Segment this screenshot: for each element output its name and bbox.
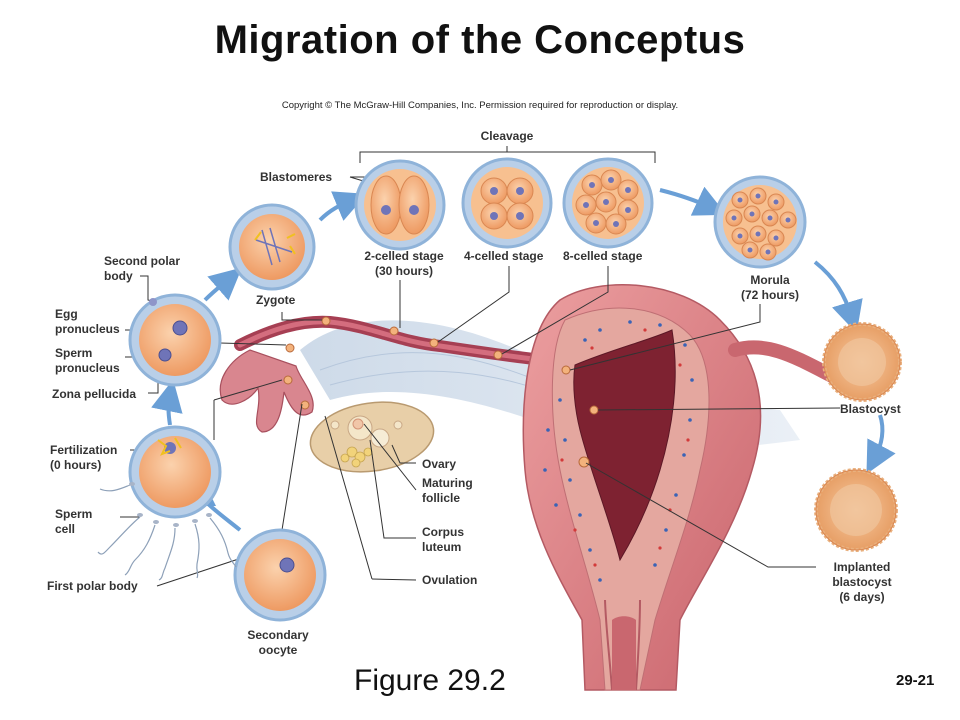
- two-cell-site-dot: [389, 326, 399, 336]
- zygote-label: Zygote: [256, 293, 296, 307]
- morula: [713, 175, 807, 269]
- page-title: Migration of the Conceptus: [214, 18, 746, 62]
- implanted-blastocyst-label: Implanted blastocyst (6 days): [832, 560, 892, 604]
- corpus-luteum-label: Corpus luteum: [422, 525, 464, 554]
- first-polar-body-label: First polar body: [47, 579, 138, 593]
- secondary-oocyte-cell: [233, 528, 327, 622]
- blastocyst-label: Blastocyst: [840, 402, 901, 416]
- blastocyst-site-dot: [589, 405, 599, 415]
- page-number: 29-21: [896, 672, 935, 689]
- eight-cell-embryo: [562, 157, 654, 249]
- sperm-cell-label: Sperm cell: [55, 507, 93, 536]
- implanted-blastocyst: [814, 468, 898, 552]
- fimbriae: [219, 349, 314, 433]
- four-cell-embryo: [461, 157, 553, 249]
- four-cell-site-dot: [429, 338, 439, 348]
- two-cell-embryo: [354, 159, 446, 251]
- morula-label: Morula (72 hours): [740, 273, 799, 302]
- oocyte-site-dot: [285, 343, 295, 353]
- eight-cell-site-dot: [493, 350, 503, 360]
- zygote-cell: [228, 203, 316, 291]
- fertilization-cell: [128, 425, 222, 519]
- ovary-label: Ovary: [422, 457, 457, 471]
- ovulation-label: Ovulation: [422, 573, 478, 587]
- secondary-oocyte-label: Secondary oocyte: [247, 628, 309, 657]
- blastocyst: [822, 322, 902, 402]
- fertilization-site-dot: [283, 375, 293, 385]
- sperm-cells: [97, 484, 237, 581]
- two-cell-label: 2-celled stage (30 hours): [364, 249, 444, 278]
- second-polar-body-label: Second polar body: [104, 254, 181, 283]
- zona-pellucida-label: Zona pellucida: [52, 387, 137, 401]
- eight-cell-label: 8-celled stage: [563, 249, 643, 263]
- four-cell-label: 4-celled stage: [464, 249, 544, 263]
- morula-site-dot: [561, 365, 571, 375]
- copyright-notice: Copyright © The McGraw-Hill Companies, I…: [281, 100, 679, 111]
- blastomeres-label: Blastomeres: [260, 170, 333, 184]
- cleavage-label: Cleavage: [480, 129, 534, 143]
- ovulation-site-dot: [300, 400, 310, 410]
- fertilization-label: Fertilization (0 hours): [50, 443, 118, 472]
- implanted-site-dot: [578, 456, 590, 468]
- pronuclei-cell: [128, 293, 222, 387]
- egg-pronucleus-label: Egg pronucleus: [55, 307, 120, 336]
- figure-caption: Figure 29.2: [354, 664, 506, 697]
- uterine-cavity: [573, 329, 676, 562]
- sperm-pronucleus-label: Sperm pronucleus: [55, 346, 120, 375]
- zygote-site-dot: [321, 316, 331, 326]
- maturing-follicle-label: Maturing follicle: [422, 476, 473, 505]
